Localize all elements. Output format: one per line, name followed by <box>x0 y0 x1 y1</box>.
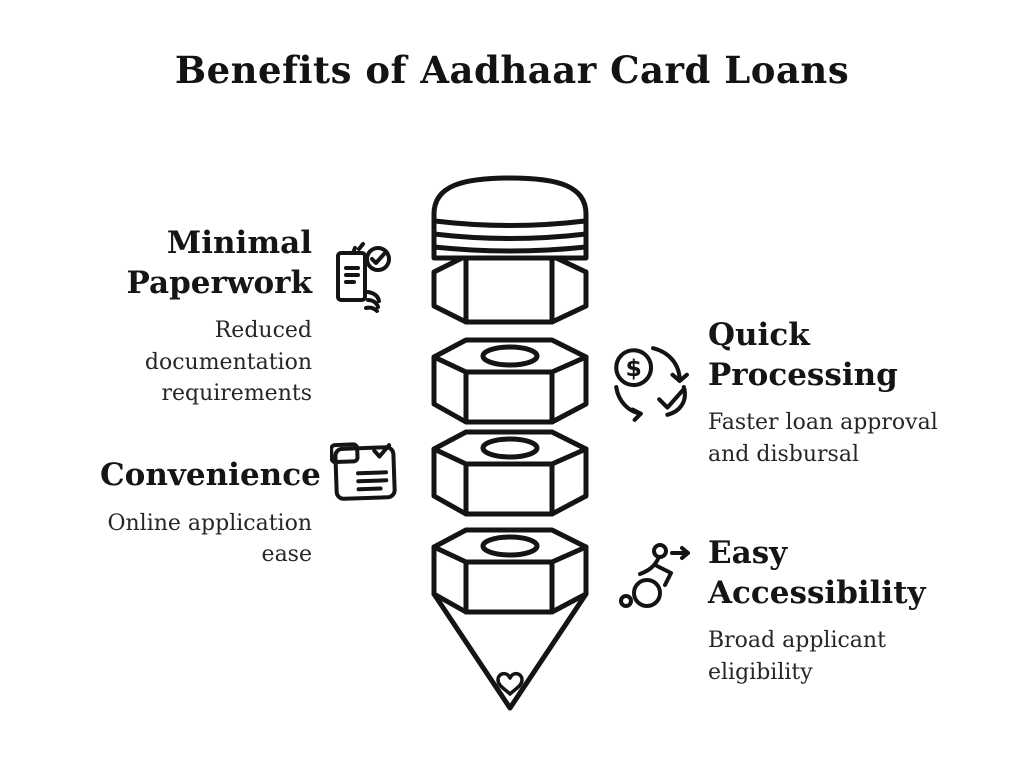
hex-nut-2 <box>431 429 589 517</box>
page-title: Benefits of Aadhaar Card Loans <box>174 48 850 92</box>
accessible-person-forward-icon <box>614 540 694 614</box>
benefit-description: Faster loan approval and disbursal <box>708 410 938 467</box>
money-cycle-check-icon: $ <box>606 340 692 426</box>
pencil-cap <box>431 175 589 261</box>
benefit-block-easy-accessibility: Easy Accessibility Broad applicant eligi… <box>708 534 968 688</box>
benefit-block-quick-processing: Quick Processing Faster loan approval an… <box>708 316 968 470</box>
hex-segment <box>431 253 589 325</box>
hex-nut-1 <box>431 337 589 425</box>
benefit-description: Broad applicant eligibility <box>708 628 886 685</box>
pencil-cone-tip <box>431 591 589 711</box>
benefit-description: Reduced documentation requirements <box>144 318 312 406</box>
benefit-heading: Convenience <box>100 457 321 493</box>
hex-nut-3 <box>431 527 589 615</box>
dollar-symbol: $ <box>625 354 641 382</box>
benefit-heading: Easy Accessibility <box>708 535 926 611</box>
online-form-checklist-icon <box>330 438 402 506</box>
benefit-description: Online application ease <box>107 510 312 567</box>
benefit-block-minimal-paperwork: Minimal Paperwork Reduced documentation … <box>100 224 312 409</box>
heart-icon <box>496 671 524 696</box>
pencil-funnel-illustration <box>422 170 594 718</box>
benefit-heading: Quick Processing <box>708 317 898 393</box>
hand-holding-checked-document-icon <box>320 238 402 320</box>
benefit-heading: Minimal Paperwork <box>126 225 312 301</box>
benefit-block-convenience: Convenience Online application ease <box>100 456 321 570</box>
